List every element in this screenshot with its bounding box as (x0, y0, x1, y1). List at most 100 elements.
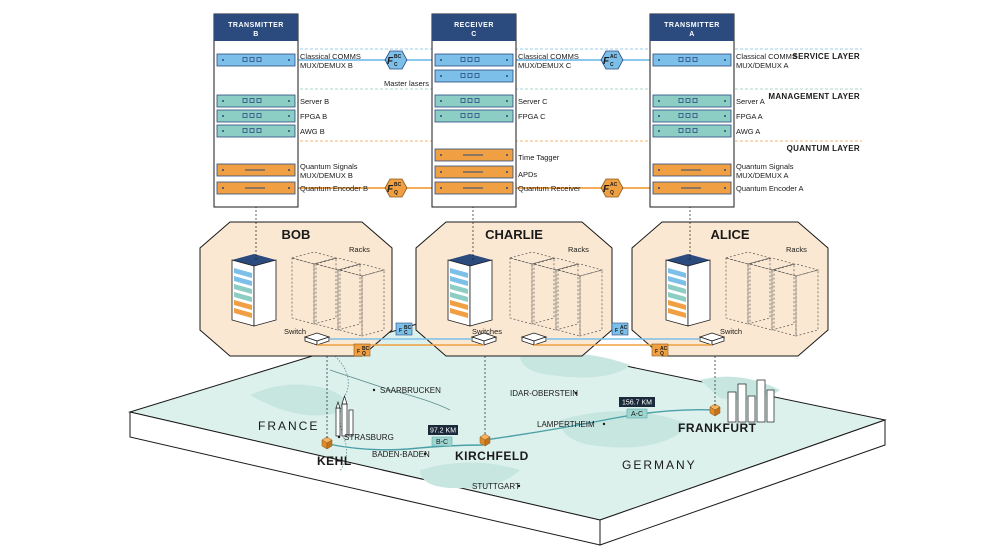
svg-text:Q: Q (660, 351, 664, 357)
svg-text:TRANSMITTER: TRANSMITTER (664, 22, 720, 29)
svg-text:AWG A: AWG A (736, 127, 760, 136)
rack-transmitter-b: TRANSMITTER B Classical COMMS MUX/DEMUX … (213, 13, 368, 208)
svg-text:C: C (610, 62, 614, 68)
layer-service: SERVICE LAYER (793, 52, 860, 61)
svg-text:AC: AC (610, 54, 618, 60)
switch-label-bob: Switch (284, 327, 306, 336)
svg-text:Server A: Server A (736, 97, 765, 106)
svg-text:RECEIVER: RECEIVER (454, 22, 494, 29)
svg-text:C: C (394, 62, 398, 68)
city-kehl: KEHL (317, 454, 352, 468)
svg-text:Quantum Signals: Quantum Signals (300, 162, 358, 171)
site-name-bob: BOB (282, 227, 311, 242)
switch-label-charlie: Switches (472, 327, 502, 336)
rack-icon-charlie (447, 253, 493, 327)
svg-text:BC: BC (394, 54, 402, 60)
fiber-badge-switch-q-ac: F AC Q (651, 343, 669, 357)
svg-text:Quantum Encoder A: Quantum Encoder A (736, 184, 804, 193)
layer-management: MANAGEMENT LAYER (768, 92, 860, 101)
svg-text:Q: Q (610, 190, 614, 196)
city-frankfurt: FRANKFURT (678, 421, 757, 435)
city-lampertheim: LAMPERTHEIM (537, 420, 595, 429)
rack-transmitter-a: TRANSMITTER A Classical COMMS MUX/DEMUX … (649, 13, 804, 208)
country-france: FRANCE (258, 419, 319, 433)
site-charlie: CHARLIE Racks Switches (415, 206, 613, 357)
switch-fiber-links: F BC C F BC Q F AC C F AC Q (317, 322, 712, 357)
svg-text:BC: BC (404, 325, 412, 331)
svg-text:F: F (655, 349, 658, 355)
fiber-badge-switch-q-bc: F BC Q (353, 343, 371, 357)
svg-text:Server C: Server C (518, 97, 548, 106)
racks-label-alice: Racks (786, 245, 807, 254)
fiber-badge-classical-ac: F AC C (600, 50, 624, 70)
site-name-alice: ALICE (711, 227, 750, 242)
svg-text:FPGA C: FPGA C (518, 112, 546, 121)
svg-text:MUX/DEMUX B: MUX/DEMUX B (300, 171, 353, 180)
svg-text:MUX/DEMUX B: MUX/DEMUX B (300, 61, 353, 70)
frankfurt-skyline-icon (727, 379, 775, 423)
svg-text:FPGA A: FPGA A (736, 112, 763, 121)
svg-text:Classical COMMS: Classical COMMS (300, 52, 361, 61)
svg-text:Quantum Encoder B: Quantum Encoder B (300, 184, 368, 193)
svg-text:C: C (471, 31, 477, 38)
layer-lines (215, 48, 862, 142)
fiber-badge-switch-c-ac: F AC C (611, 322, 629, 336)
city-kirchfeld: KIRCHFELD (455, 449, 529, 463)
svg-text:FPGA B: FPGA B (300, 112, 327, 121)
svg-text:B: B (253, 31, 259, 38)
svg-text:APDs: APDs (518, 170, 537, 179)
kehl-cathedral-icon (335, 394, 354, 437)
site-bob: BOB Racks Switch (199, 206, 393, 357)
racks-label-charlie: Racks (568, 245, 589, 254)
svg-text:156.7 KM: 156.7 KM (622, 400, 652, 407)
svg-text:MUX/DEMUX A: MUX/DEMUX A (736, 61, 789, 70)
country-germany: GERMANY (622, 458, 697, 472)
svg-text:F: F (615, 328, 618, 334)
site-name-charlie: CHARLIE (485, 227, 543, 242)
svg-text:A-C: A-C (631, 411, 643, 418)
svg-text:F: F (603, 56, 610, 67)
route-a-c (484, 408, 716, 441)
fiber-badge-switch-c-bc: F BC C (395, 322, 413, 336)
site-alice: ALICE Racks Switch (631, 206, 829, 357)
svg-text:Quantum Signals: Quantum Signals (736, 162, 794, 171)
svg-text:F: F (603, 184, 610, 195)
city-strasburg: STRASBURG (344, 433, 394, 442)
svg-text:F: F (387, 56, 394, 67)
svg-text:MUX/DEMUX A: MUX/DEMUX A (736, 171, 789, 180)
svg-text:F: F (387, 184, 394, 195)
svg-text:Master lasers: Master lasers (384, 79, 429, 88)
city-stuttgart: STUTTGART (472, 482, 520, 491)
svg-text:F: F (357, 349, 360, 355)
svg-text:AC: AC (620, 325, 628, 331)
fiber-badge-classical-bc: F BC C (384, 50, 408, 70)
racks-label-bob: Racks (349, 245, 370, 254)
svg-text:TRANSMITTER: TRANSMITTER (228, 22, 284, 29)
svg-text:A: A (689, 31, 695, 38)
svg-text:C: C (620, 330, 624, 336)
rack-icon-bob (231, 253, 277, 327)
switch-label-alice: Switch (720, 327, 742, 336)
svg-text:C: C (404, 330, 408, 336)
svg-text:AC: AC (610, 182, 618, 188)
svg-text:F: F (399, 328, 402, 334)
svg-text:Classical COMMS: Classical COMMS (518, 52, 579, 61)
rack-icon-alice (665, 253, 711, 327)
svg-text:AWG B: AWG B (300, 127, 325, 136)
svg-text:Q: Q (362, 351, 366, 357)
fiber-badge-quantum-bc: F BC Q (384, 178, 408, 198)
city-baden: BADEN-BADEN (372, 450, 430, 459)
svg-text:AC: AC (660, 346, 668, 352)
svg-text:BC: BC (394, 182, 402, 188)
svg-text:MUX/DEMUX C: MUX/DEMUX C (518, 61, 572, 70)
layer-quantum: QUANTUM LAYER (787, 144, 860, 153)
svg-text:BC: BC (362, 346, 370, 352)
fiber-badge-quantum-ac: F AC Q (600, 178, 624, 198)
svg-text:Time Tagger: Time Tagger (518, 153, 560, 162)
city-saarbrucken: SAARBRUCKEN (380, 386, 441, 395)
svg-text:B-C: B-C (436, 439, 448, 446)
distance-badge-ac: 156.7 KM A-C (619, 397, 655, 419)
svg-text:Q: Q (394, 190, 398, 196)
rack-receiver-c: RECEIVER C Classical COMMS MUX/DEMUX C M… (384, 13, 581, 208)
